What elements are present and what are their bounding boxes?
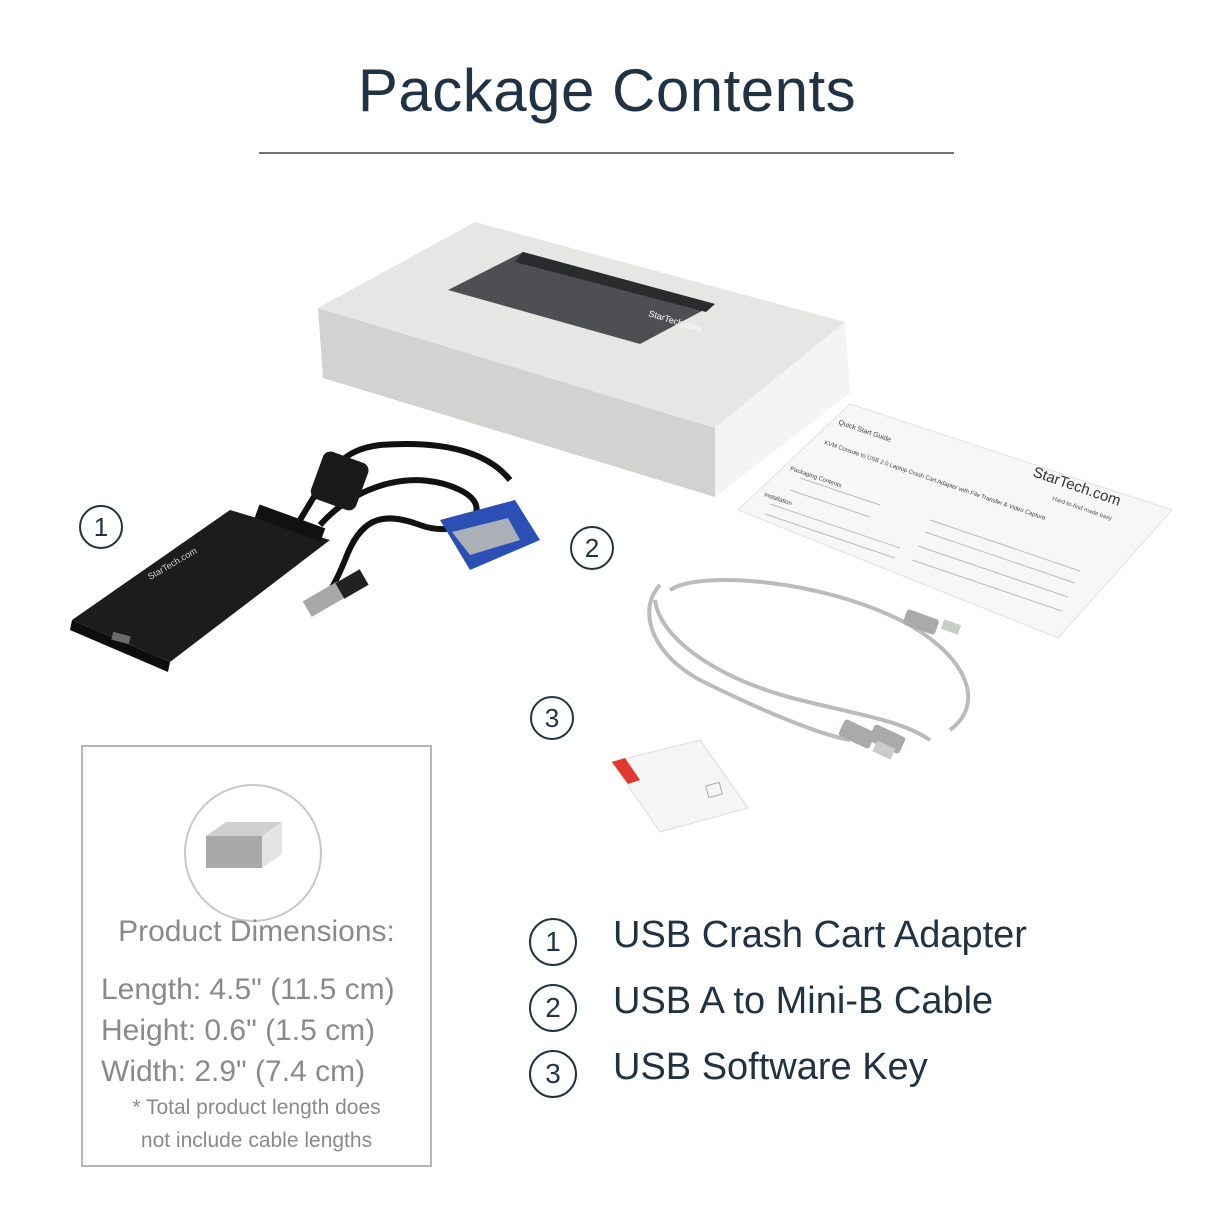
crash-cart-adapter: StarTech.com bbox=[70, 441, 540, 672]
dimension-length: Length: 4.5" (11.5 cm) bbox=[101, 973, 395, 1006]
title-divider bbox=[259, 152, 954, 154]
callout-2-icon: 2 bbox=[570, 526, 614, 570]
dimension-box-icon bbox=[184, 784, 322, 922]
quick-start-guide: Quick Start Guide KVM Console to USB 2.0… bbox=[737, 403, 1173, 639]
callout-1-icon: 1 bbox=[79, 505, 123, 549]
legend-label-2: USB A to Mini-B Cable bbox=[613, 980, 994, 1022]
dimension-height: Height: 0.6" (1.5 cm) bbox=[101, 1014, 376, 1047]
dimension-note-line2: not include cable lengths bbox=[140, 1129, 373, 1152]
legend-number-2-icon: 2 bbox=[529, 984, 577, 1032]
page-title: Package Contents bbox=[357, 57, 857, 124]
legend-label-1: USB Crash Cart Adapter bbox=[613, 914, 1027, 956]
dimension-width: Width: 2.9" (7.4 cm) bbox=[101, 1055, 366, 1088]
legend-number-3-icon: 3 bbox=[529, 1050, 577, 1098]
usb-cable bbox=[647, 578, 971, 742]
retail-box: StarTech.com bbox=[318, 222, 850, 497]
dimensions-heading: Product Dimensions: bbox=[118, 915, 395, 948]
legend-label-3: USB Software Key bbox=[613, 1046, 928, 1088]
dimension-note-line1: * Total product length does bbox=[132, 1096, 381, 1119]
callout-3-icon: 3 bbox=[530, 696, 574, 740]
legend-number-1-icon: 1 bbox=[529, 918, 577, 966]
product-dimensions-panel: Product Dimensions: Length: 4.5" (11.5 c… bbox=[81, 745, 432, 1167]
usb-software-key bbox=[611, 739, 749, 833]
